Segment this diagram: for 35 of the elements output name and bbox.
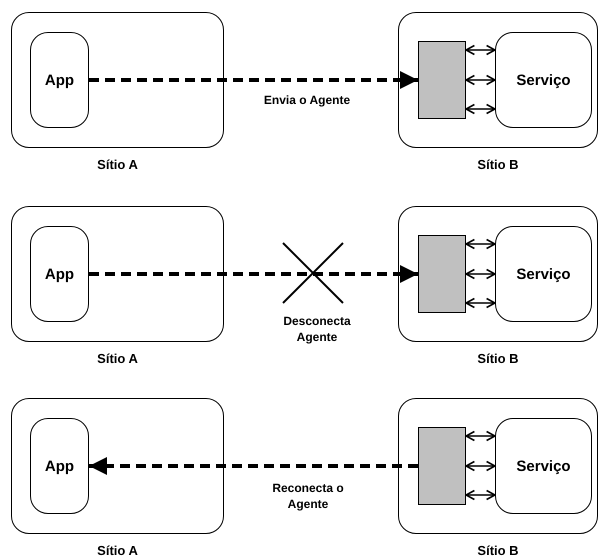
dashed-arrow (89, 457, 418, 475)
double-arrow (465, 460, 496, 472)
double-arrow (465, 268, 496, 280)
app-box (30, 226, 89, 322)
box-shape (418, 41, 466, 119)
double-arrow (465, 430, 496, 442)
service-box (495, 418, 592, 514)
double-arrow (465, 44, 496, 56)
service-box (495, 32, 592, 128)
edge-label: Envia o Agente (262, 93, 352, 109)
site-label: Sítio B (477, 351, 519, 366)
node-label: App (44, 266, 74, 282)
double-arrow (465, 104, 496, 114)
edge-label: Reconecta o Agente (270, 481, 346, 512)
service-box (495, 226, 592, 322)
double-arrow (465, 490, 496, 500)
site-label: Sítio B (477, 543, 519, 558)
box-shape (418, 427, 466, 505)
dashed-arrow (89, 71, 418, 89)
double-arrow (465, 74, 496, 86)
node-label: Serviço (516, 458, 571, 474)
site-label: Sítio A (97, 351, 138, 366)
double-arrow (465, 238, 496, 250)
node-label: App (44, 458, 74, 474)
dashed-arrow (89, 265, 418, 283)
site-label: Sítio A (97, 157, 138, 172)
app-box (30, 32, 89, 128)
site-label: Sítio A (97, 543, 138, 558)
site-label: Sítio B (477, 157, 519, 172)
node-label: Serviço (516, 266, 571, 282)
box-shape (418, 235, 466, 313)
double-arrow (465, 298, 496, 308)
app-box (30, 418, 89, 514)
node-label: Serviço (516, 72, 571, 88)
node-label: App (44, 72, 74, 88)
